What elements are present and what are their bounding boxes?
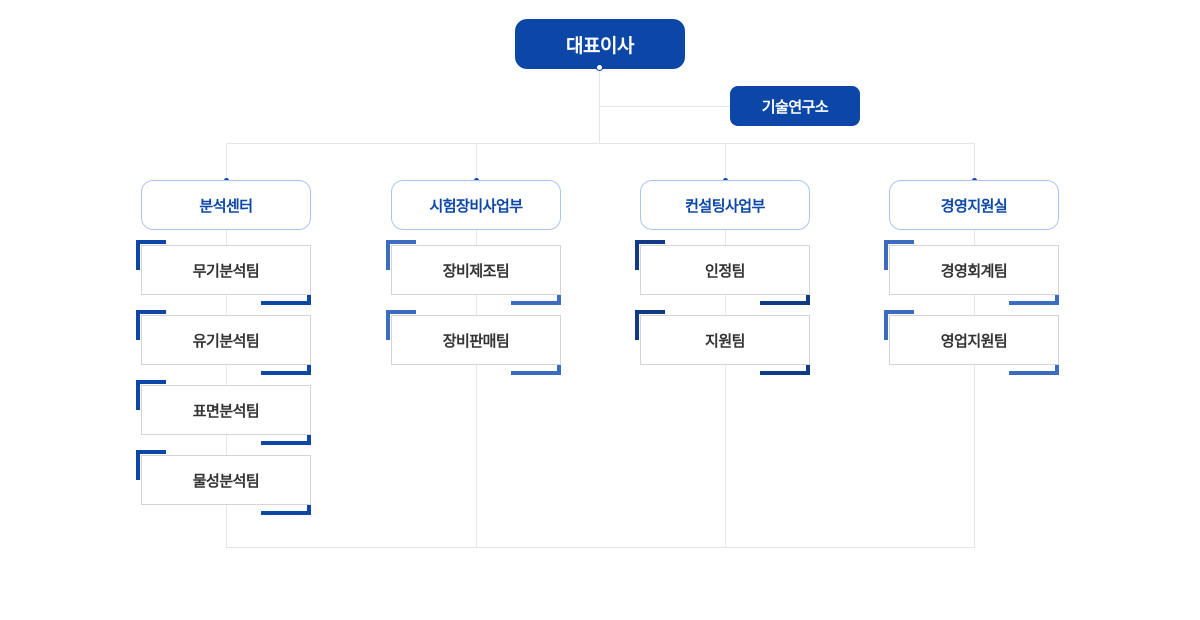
- team-box: 인정팀: [640, 245, 810, 295]
- team-label: 유기분석팀: [192, 331, 260, 350]
- team-node: 장비판매팀: [386, 310, 566, 380]
- team-node: 표면분석팀: [136, 380, 316, 450]
- team-node: 장비제조팀: [386, 240, 566, 310]
- team-label: 무기분석팀: [192, 261, 260, 280]
- team-label: 표면분석팀: [192, 401, 260, 420]
- connector-ceo-vertical: [599, 69, 600, 143]
- team-box: 무기분석팀: [141, 245, 311, 295]
- dept-test-equipment: 시험장비사업부: [391, 180, 561, 230]
- team-node: 유기분석팀: [136, 310, 316, 380]
- team-node: 영업지원팀: [884, 310, 1064, 380]
- lab-node: 기술연구소: [730, 86, 860, 126]
- team-box: 장비판매팀: [391, 315, 561, 365]
- team-label: 경영회계팀: [940, 261, 1008, 280]
- team-node: 경영회계팀: [884, 240, 1064, 310]
- ceo-label: 대표이사: [566, 34, 634, 57]
- team-box: 장비제조팀: [391, 245, 561, 295]
- team-label: 물성분석팀: [192, 471, 260, 490]
- connector-bottom-horizontal: [226, 547, 975, 548]
- team-corner-tl: [136, 450, 166, 480]
- team-box: 표면분석팀: [141, 385, 311, 435]
- ceo-node: 대표이사: [515, 19, 685, 69]
- team-box: 영업지원팀: [889, 315, 1059, 365]
- connector-top-horizontal: [226, 143, 975, 144]
- team-corner-tl: [386, 240, 416, 270]
- team-node: 물성분석팀: [136, 450, 316, 520]
- team-corner-tl: [136, 380, 166, 410]
- dept-management-support: 경영지원실: [889, 180, 1059, 230]
- team-node: 인정팀: [635, 240, 815, 310]
- dept-label: 시험장비사업부: [429, 196, 523, 215]
- team-corner-tl: [136, 240, 166, 270]
- team-corner-tl: [136, 310, 166, 340]
- dept-label: 컨설팅사업부: [685, 196, 765, 215]
- team-label: 장비제조팀: [442, 261, 510, 280]
- team-label: 지원팀: [705, 331, 745, 350]
- team-corner-tl: [635, 240, 665, 270]
- dept-consulting: 컨설팅사업부: [640, 180, 810, 230]
- lab-label: 기술연구소: [761, 97, 829, 116]
- team-corner-tl: [635, 310, 665, 340]
- team-label: 인정팀: [705, 261, 745, 280]
- ceo-connector-dot: [596, 64, 603, 71]
- team-box: 경영회계팀: [889, 245, 1059, 295]
- connector-lab-horizontal: [600, 106, 730, 107]
- team-box: 유기분석팀: [141, 315, 311, 365]
- team-node: 지원팀: [635, 310, 815, 380]
- team-label: 영업지원팀: [940, 331, 1008, 350]
- team-node: 무기분석팀: [136, 240, 316, 310]
- team-corner-tl: [884, 310, 914, 340]
- team-box: 지원팀: [640, 315, 810, 365]
- dept-label: 분석센터: [199, 196, 253, 215]
- team-box: 물성분석팀: [141, 455, 311, 505]
- team-corner-tl: [386, 310, 416, 340]
- team-label: 장비판매팀: [442, 331, 510, 350]
- dept-label: 경영지원실: [940, 196, 1008, 215]
- dept-analysis-center: 분석센터: [141, 180, 311, 230]
- team-corner-tl: [884, 240, 914, 270]
